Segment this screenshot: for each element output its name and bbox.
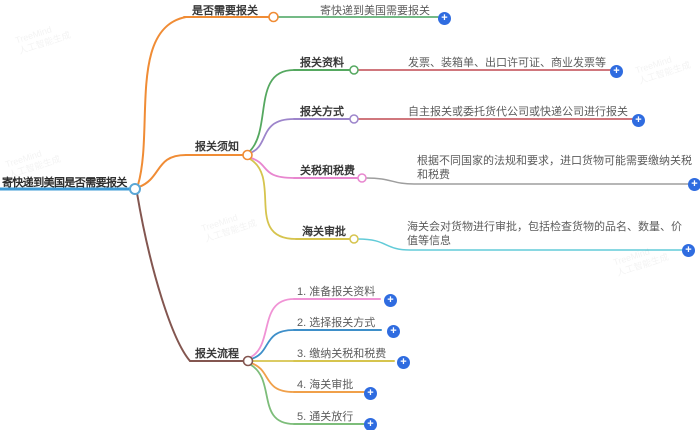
add-node-button[interactable]: + <box>364 387 377 400</box>
tax-leaf-line <box>365 177 691 185</box>
inspection-node-circle[interactable] <box>349 234 359 244</box>
edge-notice-to-inspection <box>249 158 297 240</box>
branch-need-declare-label[interactable]: 是否需要报关 <box>192 5 258 17</box>
notice-node-circle[interactable] <box>242 149 253 161</box>
edge-root-to-need-declare <box>137 16 187 186</box>
branch-process-label[interactable]: 报关流程 <box>195 348 239 360</box>
edge-process-to-step5 <box>250 364 295 425</box>
leaf-process-step4[interactable]: 4. 海关审批 <box>297 379 354 391</box>
tax-node-circle[interactable] <box>357 173 367 183</box>
edge-process-to-step1 <box>250 298 295 358</box>
add-node-button[interactable]: + <box>438 12 451 25</box>
need-declare-node-circle[interactable] <box>268 11 279 23</box>
leaf-inspection-detail[interactable]: 海关会对货物进行审批，包括检查货物的品名、数量、价值等信息 <box>407 221 682 247</box>
subbranch-method-label[interactable]: 报关方式 <box>300 106 344 118</box>
edge-root-to-process <box>136 192 191 362</box>
leaf-tax-detail[interactable]: 根据不同国家的法规和要求，进口货物可能需要缴纳关税和税费 <box>417 155 692 181</box>
process-node-circle[interactable] <box>242 355 254 367</box>
add-node-button[interactable]: + <box>387 325 400 338</box>
edge-process-to-step4 <box>250 362 295 393</box>
leaf-need-declare-answer[interactable]: 寄快递到美国需要报关 <box>320 5 430 17</box>
add-node-button[interactable]: + <box>397 356 410 369</box>
leaf-process-step5[interactable]: 5. 通关放行 <box>297 411 354 423</box>
add-node-button[interactable]: + <box>364 418 377 430</box>
leaf-process-step3[interactable]: 3. 缴纳关税和税费 <box>297 348 387 360</box>
edge-notice-to-method <box>249 118 295 154</box>
edge-notice-to-tax <box>250 157 295 179</box>
root-node-label[interactable]: 寄快递到美国是否需要报关 <box>2 177 127 189</box>
add-node-button[interactable]: + <box>610 65 623 78</box>
edge-notice-to-materials <box>249 69 295 152</box>
leaf-process-step2[interactable]: 2. 选择报关方式 <box>297 317 376 329</box>
method-node-circle[interactable] <box>349 114 359 124</box>
edge-root-to-notice <box>138 154 187 188</box>
leaf-process-step1[interactable]: 1. 准备报关资料 <box>297 286 376 298</box>
subbranch-materials-label[interactable]: 报关资料 <box>300 57 344 69</box>
edge-process-to-step2 <box>250 329 295 360</box>
subbranch-inspection-label[interactable]: 海关审批 <box>302 226 346 238</box>
leaf-method-detail[interactable]: 自主报关或委托货代公司或快递公司进行报关 <box>408 106 628 118</box>
inspection-leaf-line <box>357 238 685 251</box>
materials-node-circle[interactable] <box>349 65 359 75</box>
add-node-button[interactable]: + <box>688 178 700 191</box>
add-node-button[interactable]: + <box>632 114 645 127</box>
root-node-circle[interactable] <box>129 183 141 195</box>
branch-notice-label[interactable]: 报关须知 <box>195 141 239 153</box>
leaf-materials-detail[interactable]: 发票、装箱单、出口许可证、商业发票等 <box>408 57 606 69</box>
add-node-button[interactable]: + <box>384 294 397 307</box>
add-node-button[interactable]: + <box>682 244 695 257</box>
subbranch-tax-label[interactable]: 关税和税费 <box>300 165 355 177</box>
